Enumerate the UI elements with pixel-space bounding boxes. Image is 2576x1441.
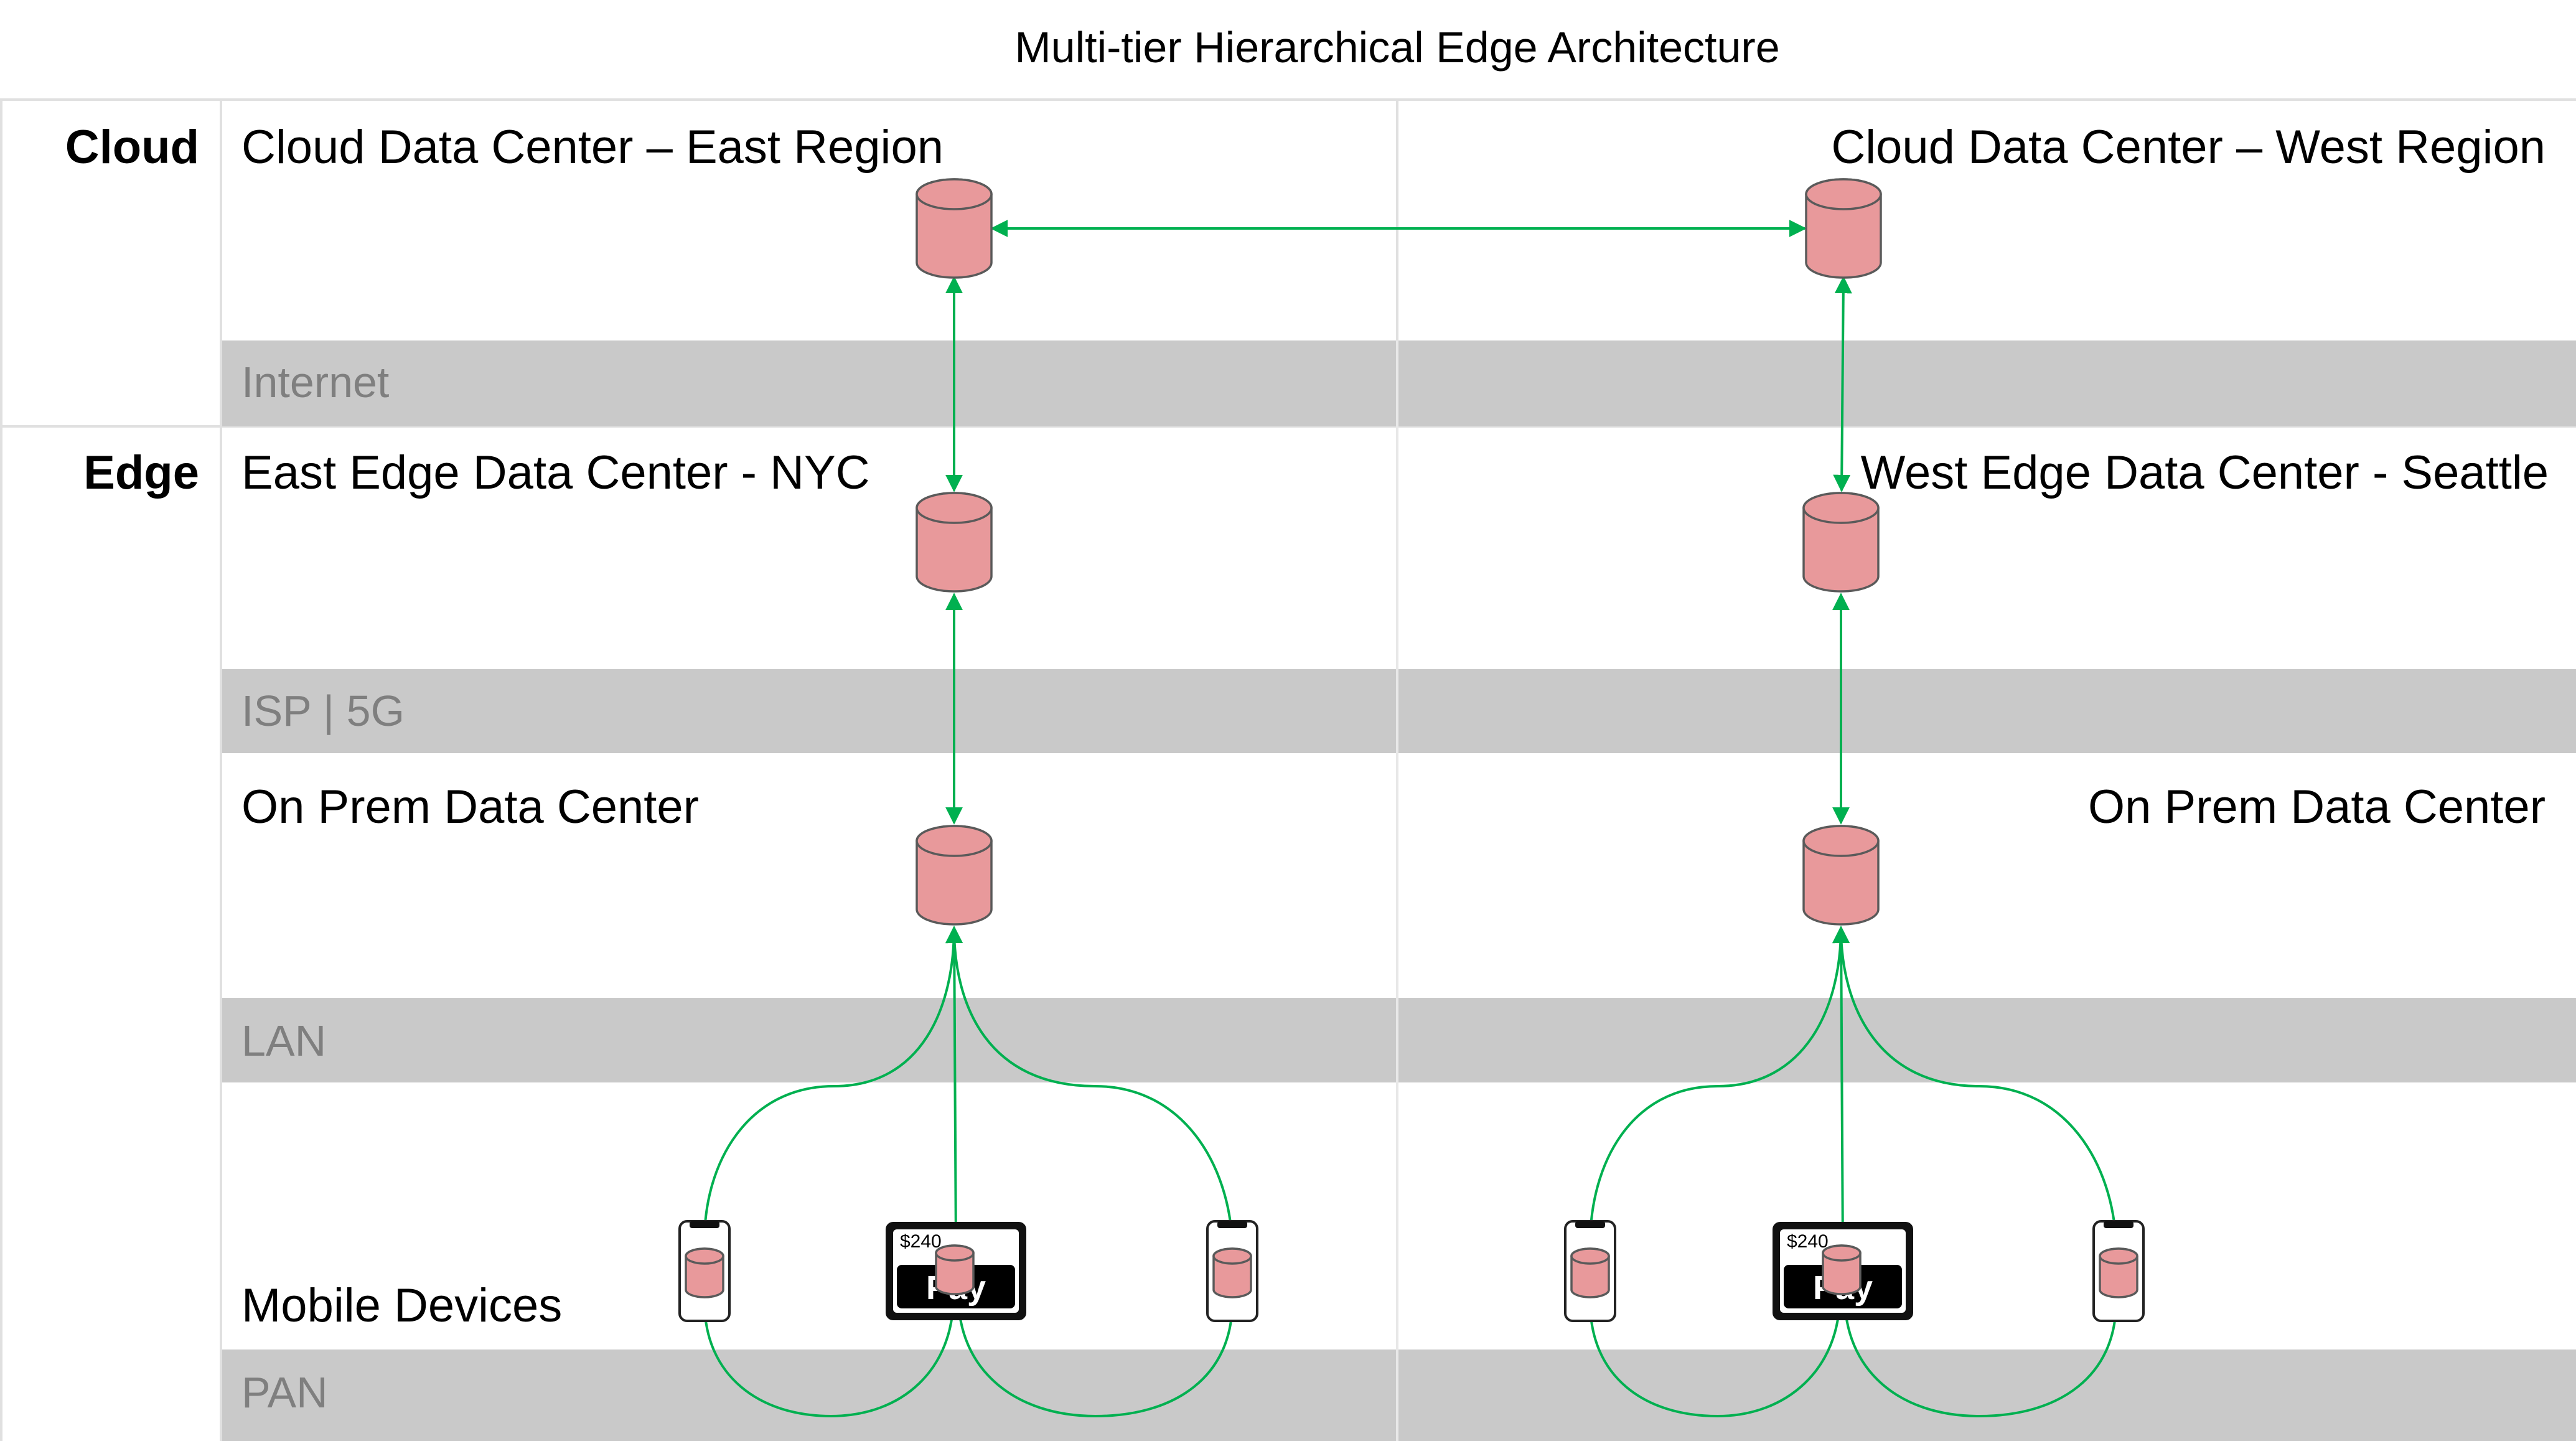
grid-lines — [0, 98, 2576, 1441]
smartphone-icon — [1206, 1220, 1258, 1322]
connection-onprem-phone-west-right — [1832, 926, 2124, 1246]
location-label-edge-east: East Edge Data Center - NYC — [241, 446, 870, 499]
lan-band — [222, 998, 2576, 1082]
connection-onprem-phone-west-left — [1581, 926, 1850, 1246]
location-label-onprem-west: On Prem Data Center — [2088, 781, 2546, 833]
network-label-internet: Internet — [241, 358, 389, 406]
connection-cloud-edge-west — [1833, 276, 1852, 492]
diagram-title: Multi-tier Hierarchical Edge Architectur… — [1014, 23, 1779, 72]
connections — [695, 220, 2125, 1418]
database-icon — [1212, 1247, 1252, 1298]
tier-label-edge: Edge — [83, 446, 199, 499]
smartphone-icon — [678, 1220, 731, 1322]
tablet-pos-icon: $240 Pay — [886, 1222, 1026, 1320]
pan-band — [222, 1349, 2576, 1441]
connection-pan-west-left — [1581, 1294, 1848, 1418]
network-label-pan: PAN — [241, 1368, 328, 1417]
connection-onprem-tablet-west — [1832, 926, 1852, 1252]
tier-label-cloud: Cloud — [65, 121, 199, 174]
location-label-edge-west: West Edge Data Center - Seattle — [1861, 446, 2549, 499]
connection-pan-east-right — [950, 1294, 1241, 1418]
network-label-lan: LAN — [241, 1016, 326, 1065]
location-label-mobile-devices: Mobile Devices — [241, 1279, 562, 1332]
internet-band — [222, 340, 2576, 426]
database-icon — [1805, 178, 1882, 279]
connection-onprem-tablet-east — [945, 926, 965, 1252]
smartphone-icon — [1564, 1220, 1616, 1322]
connection-onprem-phone-east-right — [945, 926, 1240, 1246]
connection-pan-east-left — [696, 1294, 962, 1418]
connection-onprem-phone-east-left — [695, 926, 963, 1246]
tablet-price: $240 — [1787, 1231, 1829, 1252]
location-label-onprem-east: On Prem Data Center — [241, 781, 699, 833]
location-label-cloud-west: Cloud Data Center – West Region — [1831, 121, 2546, 174]
database-icon — [916, 492, 993, 593]
database-icon — [1802, 825, 1880, 926]
isp-band — [222, 669, 2576, 753]
tablet-price: $240 — [900, 1231, 942, 1252]
tablet-pos-icon: $240 Pay — [1773, 1222, 1913, 1320]
database-icon — [1822, 1244, 1862, 1295]
database-icon — [1802, 492, 1880, 593]
smartphone-icon — [2092, 1220, 2145, 1322]
database-icon — [916, 178, 993, 279]
database-icon — [685, 1247, 724, 1298]
network-bands — [222, 340, 2576, 1441]
network-label-isp: ISP | 5G — [241, 687, 405, 735]
database-icon — [916, 825, 993, 926]
location-label-cloud-east: Cloud Data Center – East Region — [241, 121, 944, 174]
database-icon — [935, 1244, 975, 1295]
database-icon — [2099, 1247, 2138, 1298]
database-icon — [1570, 1247, 1610, 1298]
connection-pan-west-right — [1836, 1294, 2125, 1418]
